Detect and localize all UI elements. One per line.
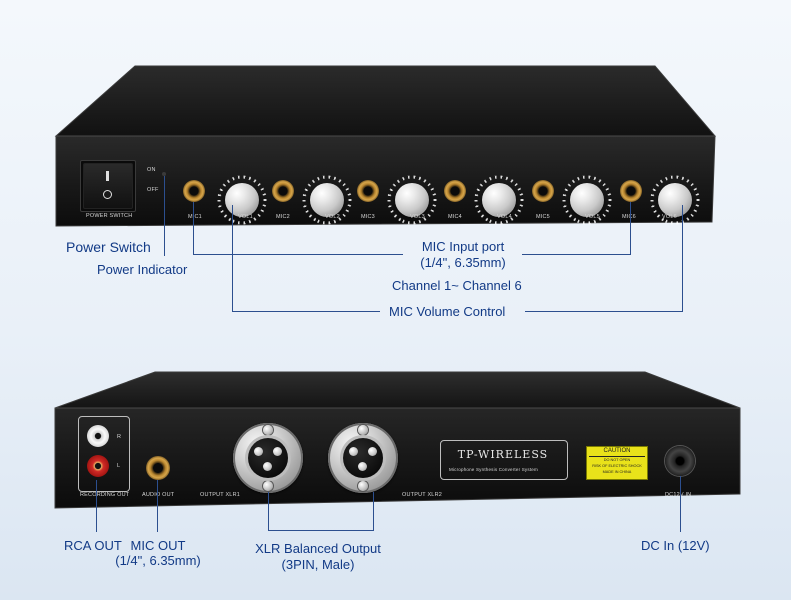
rca-right-jack[interactable] <box>87 425 109 447</box>
xlr-leader-left-vertical <box>268 492 269 530</box>
vol2-label: VOL2 <box>325 214 340 220</box>
mic-out-callout: MIC OUT <box>130 538 186 553</box>
xlr1-connector[interactable] <box>233 423 303 493</box>
mic-input-port-callout: MIC Input port <box>421 239 505 254</box>
vol5-label: VOL5 <box>585 214 600 220</box>
switch-on-mark <box>106 171 109 181</box>
mic1-label: MIC1 <box>188 214 202 220</box>
channels-callout: Channel 1~ Channel 6 <box>392 278 522 293</box>
caution-label: CAUTION DO NOT OPEN RISK OF ELECTRIC SHO… <box>586 446 648 480</box>
mic3-input-jack[interactable] <box>357 180 379 202</box>
xlr-output-callout: XLR Balanced Output <box>255 541 381 556</box>
switch-on-label: ON <box>147 167 156 173</box>
mic6-label: MIC6 <box>622 214 636 220</box>
vol6-label: VOL6 <box>662 214 677 220</box>
caution-line3: MADE IN CHINA <box>602 470 632 474</box>
xlr2-pin <box>368 447 377 456</box>
mic4-input-jack[interactable] <box>444 180 466 202</box>
vol4-label: VOL4 <box>497 214 512 220</box>
mic-input-leader-right-horizontal <box>522 254 630 255</box>
xlr2-socket <box>343 438 383 478</box>
power-switch-callout: Power Switch <box>66 239 151 255</box>
vol2-knob[interactable] <box>310 183 344 217</box>
dc-in-label: DC12V IN <box>665 492 692 498</box>
mic1-input-jack[interactable] <box>183 180 205 202</box>
power-indicator-led <box>162 172 166 176</box>
xlr1-socket <box>248 438 288 478</box>
brand-logo: TP-WIRELESS <box>457 448 549 461</box>
volume-leader-left-vertical <box>232 205 233 312</box>
xlr1-pin <box>254 447 263 456</box>
power-switch-text: POWER SWITCH <box>86 213 133 219</box>
xlr1-bottom-screw <box>263 481 273 491</box>
rca-frame <box>78 416 130 492</box>
rca-l-label: L <box>117 463 121 469</box>
xlr2-top-screw <box>358 425 368 435</box>
xlr-leader-right-vertical <box>373 492 374 531</box>
mic-out-size-callout: (1/4", 6.35mm) <box>115 553 201 568</box>
rear-device-body <box>54 371 741 509</box>
mic-volume-control-callout: MIC Volume Control <box>389 304 506 319</box>
xlr2-bottom-screw <box>358 481 368 491</box>
xlr-leader-horizontal <box>268 530 374 531</box>
switch-off-label: OFF <box>147 187 159 193</box>
rca-out-leader <box>96 480 97 532</box>
audio-out-label: AUDIO OUT <box>142 492 175 498</box>
brand-subtitle: Microphone Synthesis Converter System <box>449 467 538 472</box>
dc-in-callout: DC In (12V) <box>641 538 710 553</box>
power-switch[interactable] <box>83 163 133 209</box>
switch-off-mark <box>103 190 112 199</box>
mic3-label: MIC3 <box>361 214 375 220</box>
vol1-label: VOL1 <box>238 214 253 220</box>
xlr1-top-screw <box>263 425 273 435</box>
xlr2-pin <box>358 462 367 471</box>
mic5-input-jack[interactable] <box>532 180 554 202</box>
vol1-knob[interactable] <box>225 183 259 217</box>
audio-out-jack[interactable] <box>146 456 170 480</box>
xlr1-pin <box>273 447 282 456</box>
xlr-output-spec-callout: (3PIN, Male) <box>281 557 355 572</box>
caution-divider <box>589 456 645 457</box>
xlr2-pin <box>349 447 358 456</box>
volume-leader-left-horizontal <box>232 311 380 312</box>
mic-input-port-size-callout: (1/4", 6.35mm) <box>420 255 506 270</box>
mic2-input-jack[interactable] <box>272 180 294 202</box>
vol4-knob[interactable] <box>482 183 516 217</box>
vol3-label: VOL3 <box>410 214 425 220</box>
vol6-knob[interactable] <box>658 183 692 217</box>
power-indicator-leader <box>164 176 165 256</box>
output-xlr2-label: OUTPUT XLR2 <box>402 492 442 498</box>
mic4-label: MIC4 <box>448 214 462 220</box>
caution-line1: DO NOT OPEN <box>603 458 631 462</box>
mic6-input-jack[interactable] <box>620 180 642 202</box>
mic-input-leader-right-vertical <box>630 202 631 255</box>
power-indicator-callout: Power Indicator <box>97 262 188 277</box>
rca-out-callout: RCA OUT <box>64 538 122 553</box>
mic5-label: MIC5 <box>536 214 550 220</box>
recording-out-label: RECORDING OUT <box>80 492 130 498</box>
mic-out-leader <box>157 480 158 532</box>
rca-left-jack[interactable] <box>87 455 109 477</box>
mic-input-leader-left-vertical <box>193 202 194 254</box>
dc-in-leader <box>680 476 681 532</box>
mic2-label: MIC2 <box>276 214 290 220</box>
volume-leader-right-horizontal <box>525 311 682 312</box>
brand-plate: TP-WIRELESS Microphone Synthesis Convert… <box>440 440 568 480</box>
vol5-knob[interactable] <box>570 183 604 217</box>
mic-input-leader-left-horizontal <box>193 254 403 255</box>
volume-leader-right-vertical <box>682 205 683 312</box>
output-xlr1-label: OUTPUT XLR1 <box>200 492 240 498</box>
caution-title: CAUTION <box>603 448 631 454</box>
vol3-knob[interactable] <box>395 183 429 217</box>
xlr1-pin <box>263 462 272 471</box>
rca-r-label: R <box>117 434 122 440</box>
dc-in-jack[interactable] <box>665 446 695 476</box>
xlr2-connector[interactable] <box>328 423 398 493</box>
caution-line2: RISK OF ELECTRIC SHOCK <box>592 464 642 468</box>
